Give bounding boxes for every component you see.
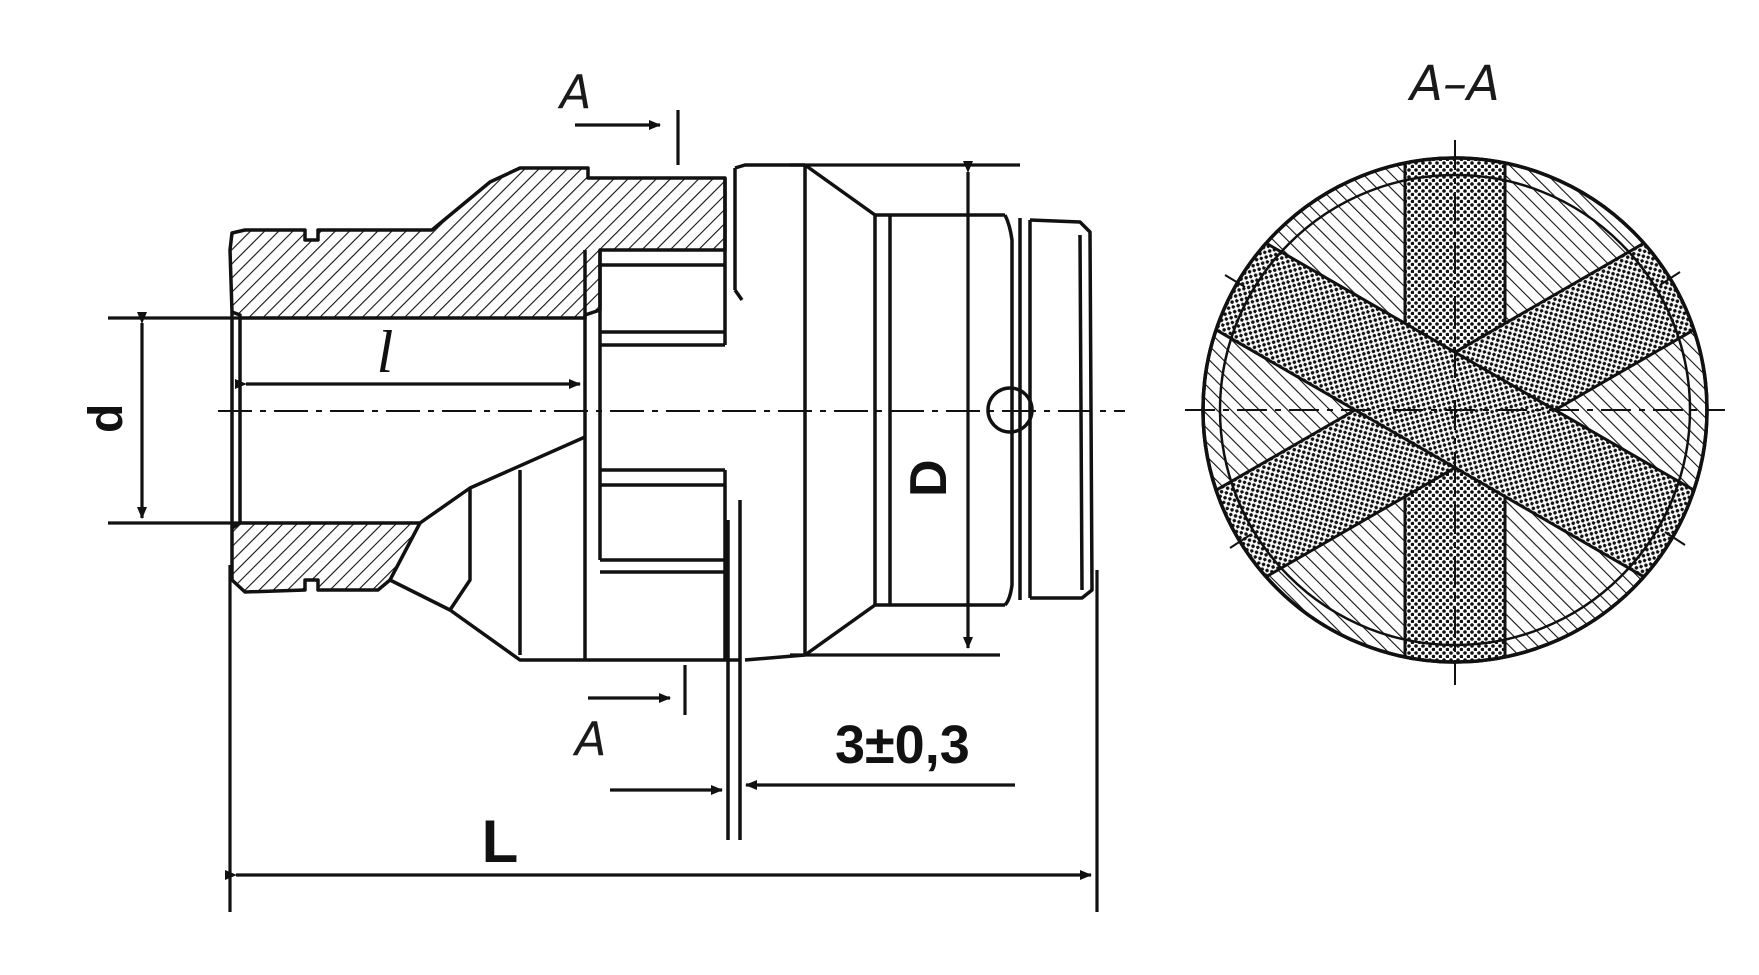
sleeve-upper-section — [228, 166, 727, 320]
part-side-view — [228, 163, 1094, 840]
dimension-lines — [108, 110, 1099, 912]
section-mark-top: A — [557, 65, 591, 119]
dim-D-label: D — [900, 459, 958, 497]
dim-L-label: L — [482, 808, 519, 875]
dim-l-label: l — [377, 319, 394, 385]
section-title: A–A — [1407, 56, 1500, 112]
sleeve-lower-section — [230, 521, 422, 594]
section-view-a-a — [1185, 140, 1725, 685]
dim-d-label: d — [80, 404, 133, 433]
dim-gap-label: 3±0,3 — [835, 715, 970, 775]
section-mark-bottom: A — [572, 712, 606, 766]
